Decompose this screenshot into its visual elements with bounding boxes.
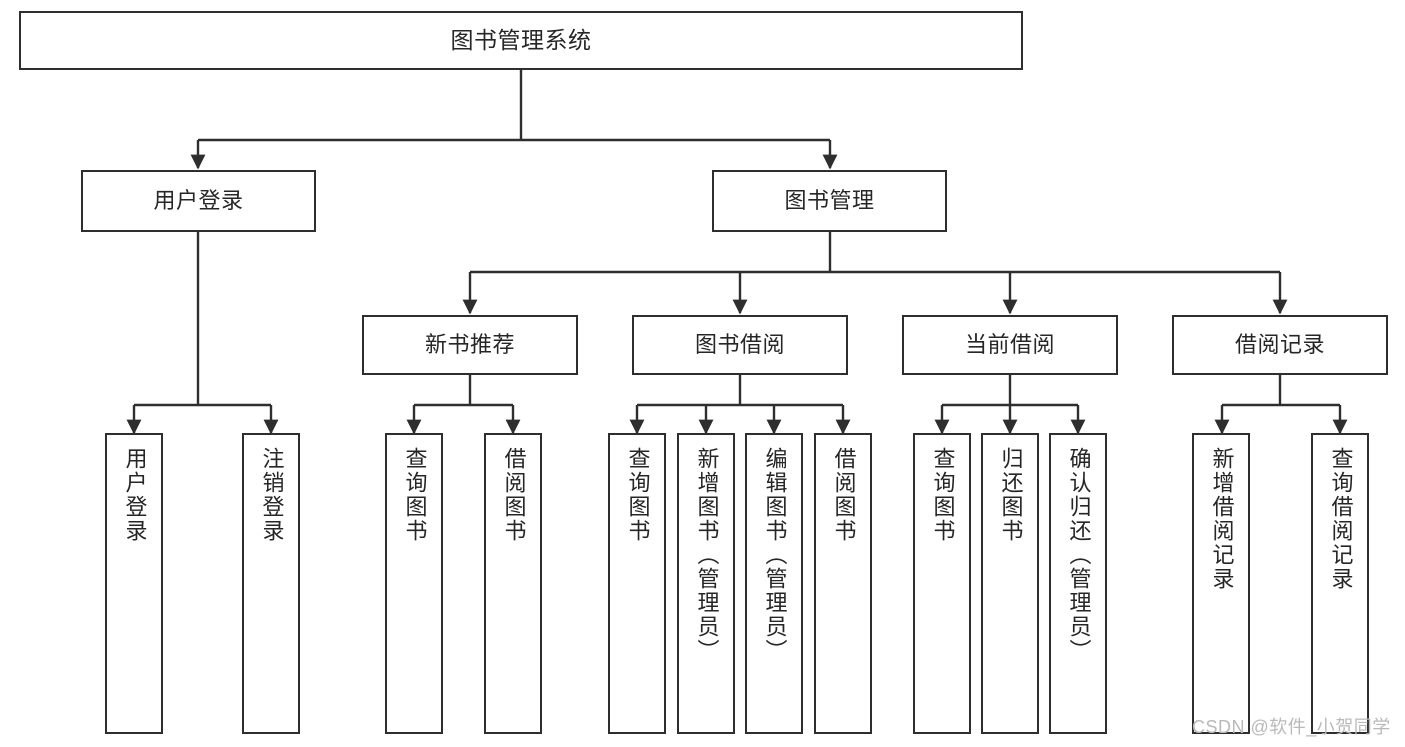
- leaf-confirm-return-admin[interactable]: 确认归还（管理员）: [1049, 433, 1107, 734]
- node-label: 查询图书: [930, 447, 956, 543]
- node-borrow-record[interactable]: 借阅记录: [1172, 315, 1388, 375]
- node-label: 借阅图书: [831, 447, 857, 543]
- node-label: 当前借阅: [964, 331, 1055, 357]
- node-current-borrow[interactable]: 当前借阅: [902, 315, 1118, 375]
- leaf-query-book-current[interactable]: 查询图书: [913, 433, 971, 734]
- node-label: 用户登录: [122, 447, 148, 543]
- leaf-borrow-book[interactable]: 借阅图书: [814, 433, 872, 734]
- csdn-watermark: CSDN @软件_小贺同学: [1192, 717, 1391, 737]
- node-label: 归还图书: [998, 447, 1024, 543]
- leaf-logout[interactable]: 注销登录: [242, 433, 300, 734]
- node-new-book-recommend[interactable]: 新书推荐: [362, 315, 578, 375]
- leaf-query-book-borrow[interactable]: 查询图书: [608, 433, 666, 734]
- node-book-management[interactable]: 图书管理: [712, 170, 947, 232]
- node-label: 图书借阅: [694, 331, 785, 357]
- leaf-add-borrow-record[interactable]: 新增借阅记录: [1192, 433, 1250, 734]
- leaf-query-borrow-record[interactable]: 查询借阅记录: [1311, 433, 1369, 734]
- leaf-add-book-admin[interactable]: 新增图书（管理员）: [677, 433, 735, 734]
- node-label: 借阅图书: [501, 447, 527, 543]
- leaf-edit-book-admin[interactable]: 编辑图书（管理员）: [745, 433, 803, 734]
- node-label: 借阅记录: [1234, 331, 1325, 357]
- node-user-login[interactable]: 用户登录: [81, 170, 316, 232]
- node-label: 用户登录: [153, 187, 244, 213]
- node-root-book-management-system[interactable]: 图书管理系统: [19, 11, 1023, 70]
- node-label: 注销登录: [259, 447, 285, 543]
- node-label: 查询图书: [402, 447, 428, 543]
- leaf-borrow-book-recommend[interactable]: 借阅图书: [484, 433, 542, 734]
- node-label: 确认归还（管理员）: [1066, 447, 1092, 663]
- leaf-return-book[interactable]: 归还图书: [981, 433, 1039, 734]
- node-label: 新增借阅记录: [1209, 447, 1235, 591]
- leaf-user-login[interactable]: 用户登录: [105, 433, 163, 734]
- node-label: 图书管理: [784, 187, 875, 213]
- node-label: 查询借阅记录: [1328, 447, 1354, 591]
- node-label: 新增图书（管理员）: [694, 447, 720, 663]
- node-label: 查询图书: [625, 447, 651, 543]
- node-label: 编辑图书（管理员）: [762, 447, 788, 663]
- node-label: 新书推荐: [424, 331, 515, 357]
- leaf-query-book-recommend[interactable]: 查询图书: [385, 433, 443, 734]
- node-book-borrow[interactable]: 图书借阅: [632, 315, 848, 375]
- node-label: 图书管理系统: [450, 27, 592, 54]
